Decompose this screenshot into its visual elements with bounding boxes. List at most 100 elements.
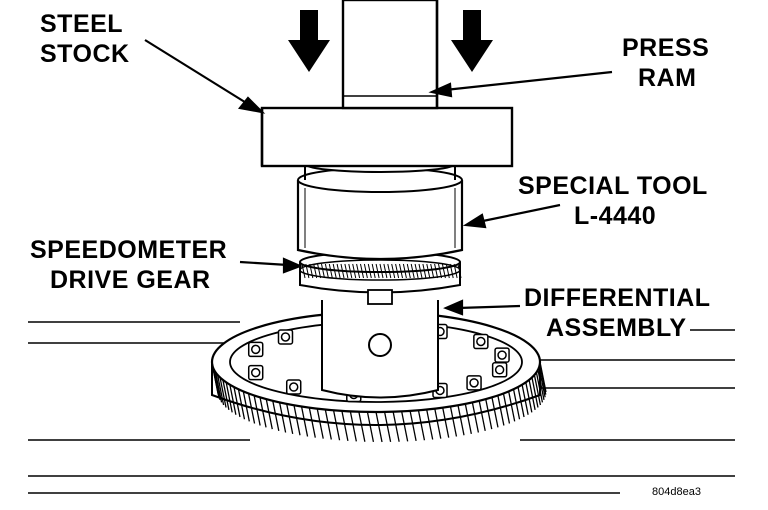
gear-tooth bbox=[521, 384, 529, 415]
bolt bbox=[247, 341, 264, 358]
gear-tooth bbox=[242, 391, 250, 422]
force-arrows bbox=[288, 10, 493, 72]
gear-tooth bbox=[528, 379, 536, 411]
gear-tooth bbox=[341, 410, 349, 442]
speedo-tooth bbox=[449, 263, 454, 279]
gear-tooth bbox=[237, 389, 246, 420]
label-special-tool-1: SPECIAL TOOL bbox=[518, 172, 708, 200]
gear-tooth bbox=[434, 408, 442, 439]
gear-tooth bbox=[213, 369, 221, 400]
speedo-tooth bbox=[438, 263, 442, 279]
gear-tooth bbox=[485, 399, 493, 430]
speedo-tooth bbox=[305, 263, 310, 279]
speedo-tooth bbox=[352, 263, 357, 279]
gear-tooth bbox=[508, 391, 516, 422]
table-lines bbox=[28, 321, 735, 494]
gear-tooth bbox=[358, 411, 366, 442]
gear-tooth bbox=[449, 406, 458, 437]
speedo-tooth bbox=[328, 263, 333, 279]
speedo-tooth bbox=[317, 263, 322, 279]
gear-tooth bbox=[464, 403, 472, 435]
speedo-tooth bbox=[441, 263, 446, 279]
gear-tooth bbox=[316, 408, 324, 439]
gear-tooth bbox=[253, 395, 261, 426]
gear-tooth bbox=[222, 379, 230, 411]
gear-tooth bbox=[426, 409, 434, 440]
speedo-tooth bbox=[414, 263, 419, 279]
gear-tooth bbox=[247, 393, 256, 424]
gear-tooth bbox=[375, 411, 383, 443]
gear-tooth bbox=[457, 405, 465, 436]
gear-tooth bbox=[517, 386, 525, 418]
speedo-tooth bbox=[363, 263, 368, 279]
steel-stock-plate bbox=[260, 106, 514, 168]
speedo-tooth bbox=[402, 263, 407, 279]
gear-tooth bbox=[383, 411, 392, 443]
gear-tooth bbox=[535, 372, 544, 403]
speedo-tooth bbox=[445, 263, 450, 279]
gear-tooth bbox=[392, 411, 400, 442]
press-ram bbox=[341, 0, 439, 110]
bolt bbox=[277, 329, 294, 345]
speedo-tooth bbox=[430, 263, 435, 279]
label-steel-stock-1: STEEL bbox=[40, 10, 124, 38]
speedo-tooth bbox=[453, 263, 458, 279]
label-speedometer-1: SPEEDOMETER bbox=[30, 236, 228, 264]
speedo-tooth bbox=[324, 263, 329, 279]
speedo-tooth bbox=[309, 263, 314, 279]
figure-id: 804d8ea3 bbox=[652, 486, 701, 498]
label-speedometer-2: DRIVE GEAR bbox=[50, 266, 211, 294]
gear-teeth bbox=[211, 361, 547, 443]
speedo-teeth bbox=[301, 263, 462, 279]
gear-tooth bbox=[233, 386, 241, 418]
label-special-tool-2: L-4440 bbox=[574, 202, 657, 230]
bolt bbox=[473, 333, 489, 350]
speedo-tooth bbox=[336, 263, 341, 279]
gear-tooth bbox=[537, 369, 545, 400]
special-tool-cylinder bbox=[296, 155, 464, 261]
speedo-tooth bbox=[344, 263, 349, 279]
label-press-ram-2: RAM bbox=[638, 64, 697, 92]
gear-tooth bbox=[229, 384, 237, 415]
gear-tooth bbox=[512, 389, 521, 420]
gear-tooth bbox=[538, 367, 546, 398]
gear-tooth bbox=[366, 411, 375, 443]
differential-case bbox=[321, 300, 439, 399]
speedo-tooth bbox=[313, 263, 318, 279]
label-press-ram-1: PRESS bbox=[622, 34, 710, 62]
speedo-tooth bbox=[367, 263, 372, 279]
gear-tooth bbox=[265, 399, 273, 430]
gear-tooth bbox=[533, 374, 542, 406]
leader-lines bbox=[144, 39, 613, 316]
gear-tooth bbox=[300, 406, 309, 437]
speedo-tooth bbox=[395, 263, 400, 279]
gear-tooth bbox=[497, 395, 505, 426]
gear-tooth bbox=[324, 409, 332, 440]
gear-tooth bbox=[225, 382, 233, 413]
gear-tooth bbox=[525, 382, 533, 413]
gear-tooth bbox=[539, 364, 547, 395]
gear-tooth bbox=[259, 397, 267, 428]
gear-tooth bbox=[502, 393, 511, 424]
gear-tooth bbox=[539, 361, 547, 393]
speedo-tooth bbox=[457, 263, 462, 279]
speedo-tooth bbox=[332, 263, 337, 279]
speedo-tooth bbox=[348, 263, 353, 279]
speedo-tooth bbox=[418, 263, 423, 279]
speedo-tooth bbox=[399, 263, 403, 279]
gear-tooth bbox=[531, 377, 539, 408]
speedo-tooth bbox=[356, 263, 361, 279]
speedo-tooth bbox=[406, 263, 411, 279]
speedo-tooth bbox=[383, 263, 388, 279]
gear-tooth bbox=[442, 407, 450, 438]
speedo-tooth bbox=[434, 263, 439, 279]
bolt bbox=[285, 379, 302, 395]
gear-tooth bbox=[491, 397, 499, 428]
label-differential-1: DIFFERENTIAL bbox=[524, 284, 711, 312]
gear-tooth bbox=[471, 402, 480, 433]
gear-tooth bbox=[332, 410, 341, 441]
speedo-tooth bbox=[422, 263, 427, 279]
speedo-tooth bbox=[375, 263, 380, 279]
gear-tooth bbox=[401, 411, 409, 442]
